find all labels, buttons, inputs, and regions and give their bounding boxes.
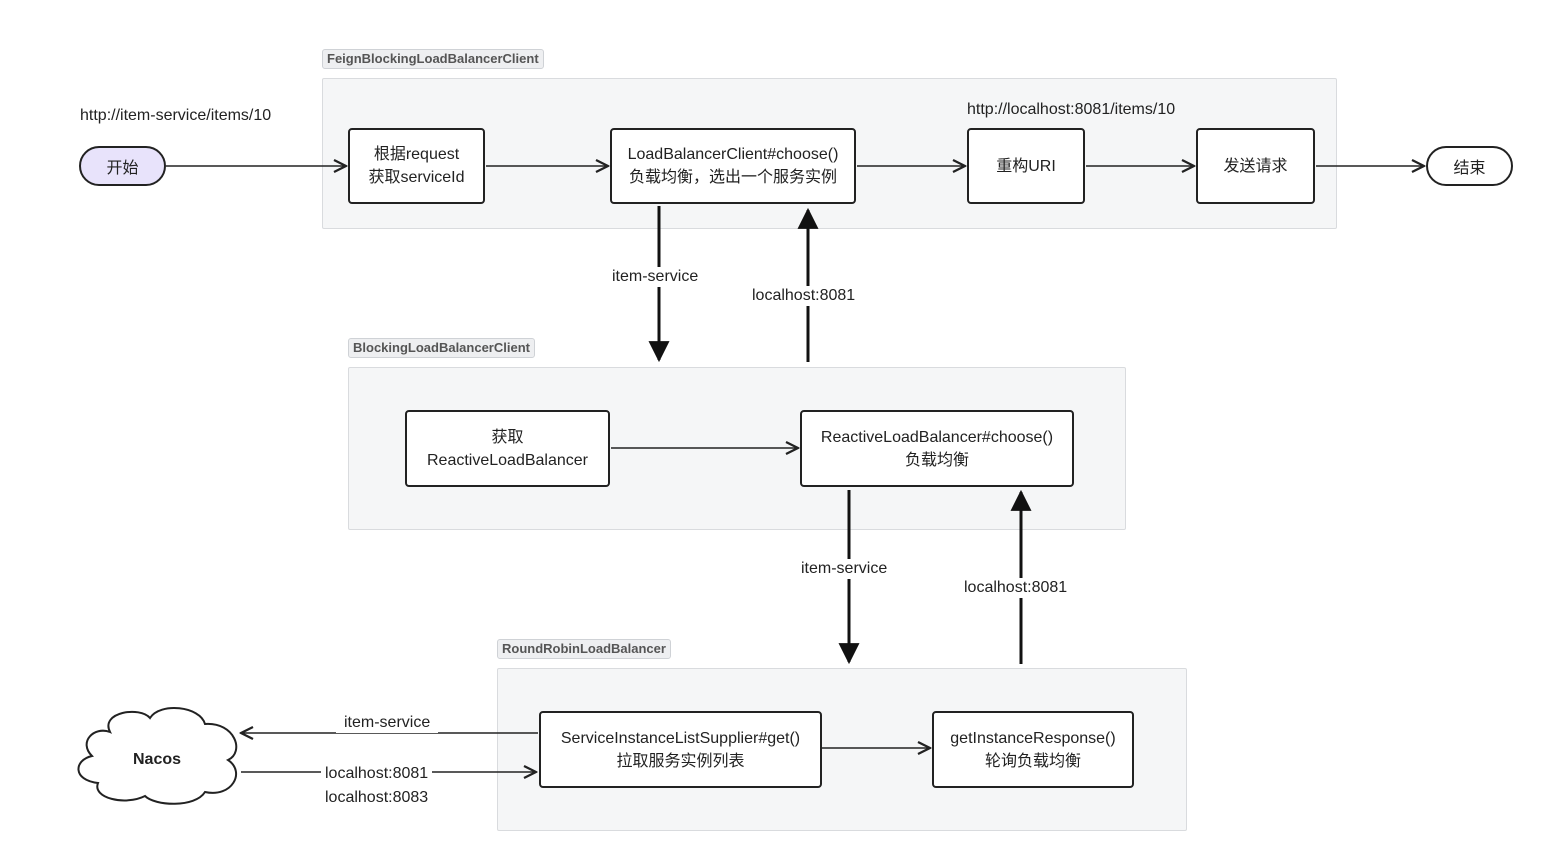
localhost-label-3a: localhost:8081 [321, 764, 433, 784]
get-service-id-line2: 获取serviceId [368, 169, 465, 186]
reactive-choose-line2: 负载均衡 [904, 451, 969, 469]
send-request-label: 发送请求 [1223, 157, 1288, 175]
group-label-blocking: BlockingLoadBalancerClient [348, 338, 535, 358]
send-request-node: 发送请求 [1196, 128, 1315, 204]
rebuild-uri-node: 重构URI [967, 128, 1085, 204]
supplier-get-node: ServiceInstanceListSupplier#get() 拉取服务实例… [539, 711, 822, 788]
get-instance-line2: 轮询负载均衡 [984, 752, 1081, 770]
supplier-get-line2: 拉取服务实例列表 [616, 752, 745, 770]
lb-choose-line2: 负载均衡，选出一个服务实例 [628, 169, 837, 186]
request-url-label: http://item-service/items/10 [80, 107, 272, 124]
start-node: 开始 [79, 146, 166, 186]
reactive-choose-node: ReactiveLoadBalancer#choose() 负载均衡 [800, 410, 1074, 487]
get-service-id-node: 根据request 获取serviceId [348, 128, 485, 204]
item-service-label-1: item-service [610, 267, 701, 287]
get-reactive-line1: 获取 [491, 428, 524, 446]
lb-choose-node: LoadBalancerClient#choose() 负载均衡，选出一个服务实… [610, 128, 856, 204]
group-label-feign: FeignBlockingLoadBalancerClient [322, 49, 544, 69]
localhost-label-2: localhost:8081 [962, 578, 1070, 598]
nacos-cloud-shape [77, 706, 238, 805]
localhost-label-1: localhost:8081 [750, 286, 858, 306]
get-instance-line1: getInstanceResponse() [950, 729, 1116, 747]
item-service-label-3: item-service [336, 713, 439, 733]
rebuild-uri-label: 重构URI [996, 157, 1056, 175]
get-service-id-line1: 根据request [373, 146, 460, 163]
resolved-url-label: http://localhost:8081/items/10 [967, 101, 1176, 118]
lb-choose-line1: LoadBalancerClient#choose() [627, 146, 839, 163]
get-reactive-line2: ReactiveLoadBalancer [427, 451, 588, 469]
get-instance-node: getInstanceResponse() 轮询负载均衡 [932, 711, 1134, 788]
nacos-label: Nacos [133, 751, 182, 768]
localhost-label-3b: localhost:8083 [325, 789, 429, 806]
group-label-roundrobin: RoundRobinLoadBalancer [497, 639, 671, 659]
end-node: 结束 [1426, 146, 1513, 186]
get-reactive-node: 获取 ReactiveLoadBalancer [405, 410, 610, 487]
reactive-choose-line1: ReactiveLoadBalancer#choose() [820, 428, 1054, 446]
item-service-label-2: item-service [799, 559, 890, 579]
supplier-get-line1: ServiceInstanceListSupplier#get() [560, 729, 801, 747]
